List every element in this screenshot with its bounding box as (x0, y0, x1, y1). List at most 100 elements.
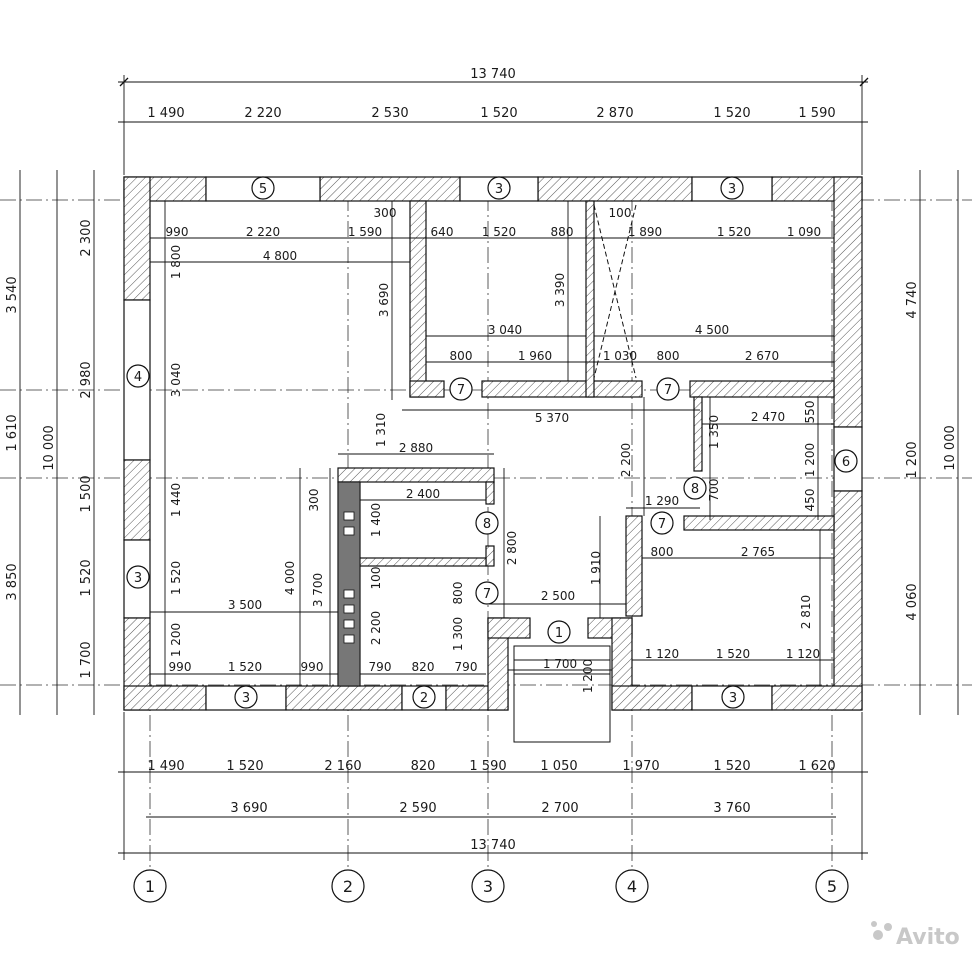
dim-label: 2 470 (751, 410, 785, 424)
axis-spacing: 2 700 (541, 801, 578, 816)
dim-label: 1 520 (169, 561, 183, 595)
top-seg: 1 520 (713, 106, 750, 121)
dim-label: 1 890 (628, 225, 662, 239)
bottom-seg: 1 490 (147, 759, 184, 774)
marker: 2 (420, 691, 428, 706)
marker: 3 (242, 691, 250, 706)
bottom-seg: 1 050 (540, 759, 577, 774)
marker: 1 (555, 626, 563, 641)
top-seg: 2 220 (244, 106, 281, 121)
interior-walls (337, 200, 835, 743)
dim-label: 1 310 (374, 413, 388, 447)
marker: 3 (729, 691, 737, 706)
axis-spacing-dims: 3 690 2 590 2 700 3 760 (230, 801, 750, 816)
right-seg: 1 200 (905, 441, 920, 478)
left-inner: 2 980 (79, 361, 94, 398)
dim-label: 4 800 (263, 249, 297, 263)
dim-label: 1 960 (518, 349, 552, 363)
dim-label: 1 400 (369, 503, 383, 537)
bottom-seg: 2 160 (324, 759, 361, 774)
dim-label: 2 220 (246, 225, 280, 239)
dim-label: 1 200 (169, 623, 183, 657)
dim-label: 3 390 (553, 273, 567, 307)
dim-label: 790 (369, 660, 392, 674)
dim-label: 1 910 (589, 551, 603, 585)
dim-label: 2 880 (399, 441, 433, 455)
dim-label: 640 (431, 225, 454, 239)
left-inner-dims: 2 300 2 980 1 500 1 520 1 700 (79, 219, 94, 678)
top-segment-dims: 1 490 2 220 2 530 1 520 2 870 1 520 1 59… (147, 106, 835, 121)
dim-label: 1 120 (645, 647, 679, 661)
dim-label: 550 (803, 401, 817, 424)
dim-label: 1 300 (451, 617, 465, 651)
dim-label: 300 (374, 206, 397, 220)
dim-label: 3 700 (311, 573, 325, 607)
watermark-text: Avito (896, 925, 960, 950)
dim-label: 2 800 (505, 531, 519, 565)
dim-label: 3 040 (488, 323, 522, 337)
total-left-dim: 10 000 (42, 425, 57, 471)
dim-label: 100 (369, 567, 383, 590)
dim-label: 700 (707, 479, 721, 502)
marker: 7 (483, 587, 491, 602)
dim-label: 1 700 (543, 657, 577, 671)
marker: 7 (457, 383, 465, 398)
dim-label: 800 (651, 545, 674, 559)
right-dims: 4 740 1 200 4 060 (905, 281, 920, 620)
left-outer: 3 540 (5, 276, 20, 313)
dim-label: 1 290 (645, 494, 679, 508)
dim-label: 100 (609, 206, 632, 220)
left-inner: 1 500 (79, 475, 94, 512)
right-seg: 4 740 (905, 281, 920, 318)
dim-label: 800 (451, 582, 465, 605)
marker: 7 (658, 517, 666, 532)
left-outer: 1 610 (5, 414, 20, 451)
bottom-seg: 1 520 (226, 759, 263, 774)
top-seg: 1 520 (480, 106, 517, 121)
marker: 6 (842, 455, 850, 470)
dim-label: 1 030 (603, 349, 637, 363)
bottom-seg: 1 590 (469, 759, 506, 774)
total-right-dim: 10 000 (943, 425, 958, 471)
marker: 3 (728, 182, 736, 197)
bottom-seg: 1 970 (622, 759, 659, 774)
dim-label: 2 810 (799, 595, 813, 629)
marker: 7 (664, 383, 672, 398)
dim-label: 1 520 (482, 225, 516, 239)
dim-label: 2 670 (745, 349, 779, 363)
axis-bubbles: 1 2 3 4 5 (133, 869, 849, 903)
dim-label: 2 400 (406, 487, 440, 501)
outer-dimensions (19, 75, 959, 860)
dim-label: 790 (455, 660, 478, 674)
dim-label: 1 200 (581, 659, 595, 693)
dim-label: 1 520 (228, 660, 262, 674)
dim-label: 4 000 (283, 561, 297, 595)
axis-label: 1 (145, 877, 155, 896)
dim-label: 1 520 (716, 647, 750, 661)
dim-label: 820 (412, 660, 435, 674)
top-seg: 2 870 (596, 106, 633, 121)
dim-label: 1 120 (786, 647, 820, 661)
room-dims (150, 201, 834, 686)
top-seg: 1 590 (798, 106, 835, 121)
dim-label: 3 040 (169, 363, 183, 397)
total-top-dim: 13 740 (470, 67, 516, 82)
dim-label: 880 (551, 225, 574, 239)
outer-walls (123, 176, 863, 711)
dim-label: 800 (657, 349, 680, 363)
axis-label: 5 (827, 877, 837, 896)
dim-label: 2 765 (741, 545, 775, 559)
left-outer-dims: 3 540 1 610 3 850 (5, 276, 20, 600)
bottom-seg: 1 520 (713, 759, 750, 774)
dim-label: 800 (450, 349, 473, 363)
dim-label: 1 350 (707, 415, 721, 449)
dim-label: 450 (803, 489, 817, 512)
dim-label: 300 (307, 489, 321, 512)
dim-label: 1 800 (169, 245, 183, 279)
total-bottom-dim: 13 740 (470, 838, 516, 853)
dim-label: 1 440 (169, 483, 183, 517)
dim-label: 3 690 (377, 283, 391, 317)
axis-spacing: 3 690 (230, 801, 267, 816)
dim-label: 1 090 (787, 225, 821, 239)
top-seg: 2 530 (371, 106, 408, 121)
